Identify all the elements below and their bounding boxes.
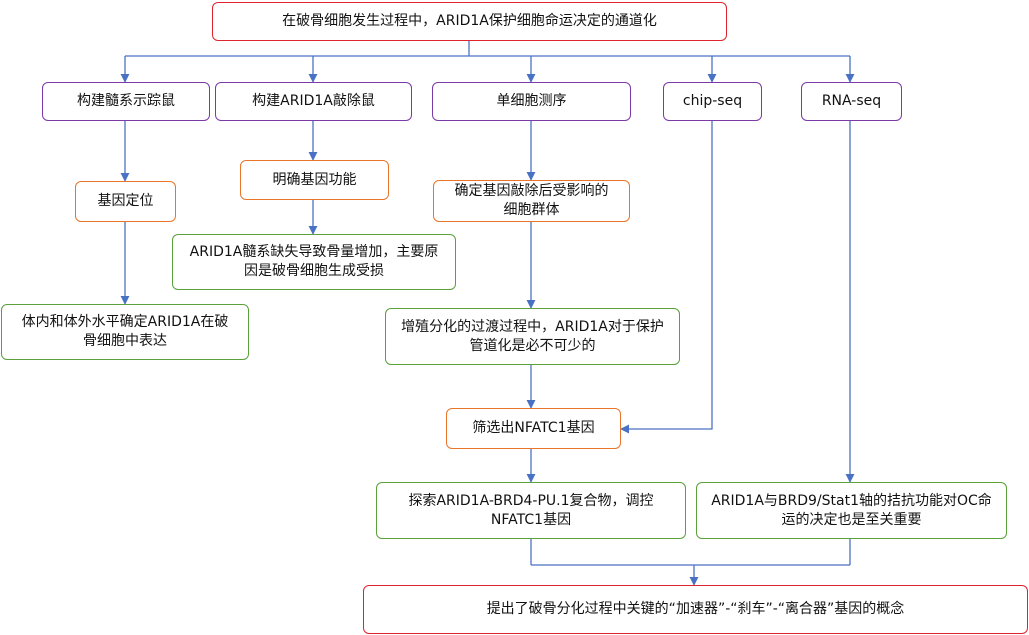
antagonism-box: ARID1A与BRD9/Stat1轴的拮抗功能对OC命运的决定也是至关重要 xyxy=(696,482,1007,539)
method-single-cell-seq: 单细胞测序 xyxy=(432,82,631,121)
gene-function-box: 明确基因功能 xyxy=(240,160,389,200)
method-arid1a-knockout-mouse: 构建ARID1A敲除鼠 xyxy=(215,82,412,121)
transition-protection-box: 增殖分化的过渡过程中，ARID1A对于保护管道化是必不可少的 xyxy=(385,308,680,365)
screen-nfatc1-box: 筛选出NFATC1基因 xyxy=(446,408,621,449)
method-rna-seq: RNA-seq xyxy=(801,82,902,121)
bone-mass-increase-box: ARID1A髓系缺失导致骨量增加，主要原因是破骨细胞生成受损 xyxy=(172,234,456,290)
affected-cell-groups-box: 确定基因敲除后受影响的细胞群体 xyxy=(433,180,630,222)
method-chip-seq: chip-seq xyxy=(663,82,762,121)
title-box: 在破骨细胞发生过程中，ARID1A保护细胞命运决定的通道化 xyxy=(212,2,727,41)
edge-chipseq-to-screen xyxy=(620,121,713,434)
conclusion-box: 提出了破骨分化过程中关键的“加速器”-“刹车”-“离合器”基因的概念 xyxy=(363,585,1028,634)
gene-location-box: 基因定位 xyxy=(75,181,176,222)
method-myeloid-tracer-mouse: 构建髓系示踪鼠 xyxy=(42,82,210,121)
in-vivo-vitro-expression-box: 体内和体外水平确定ARID1A在破骨细胞中表达 xyxy=(1,304,249,360)
explore-complex-box: 探索ARID1A-BRD4-PU.1复合物，调控NFATC1基因 xyxy=(376,482,686,539)
